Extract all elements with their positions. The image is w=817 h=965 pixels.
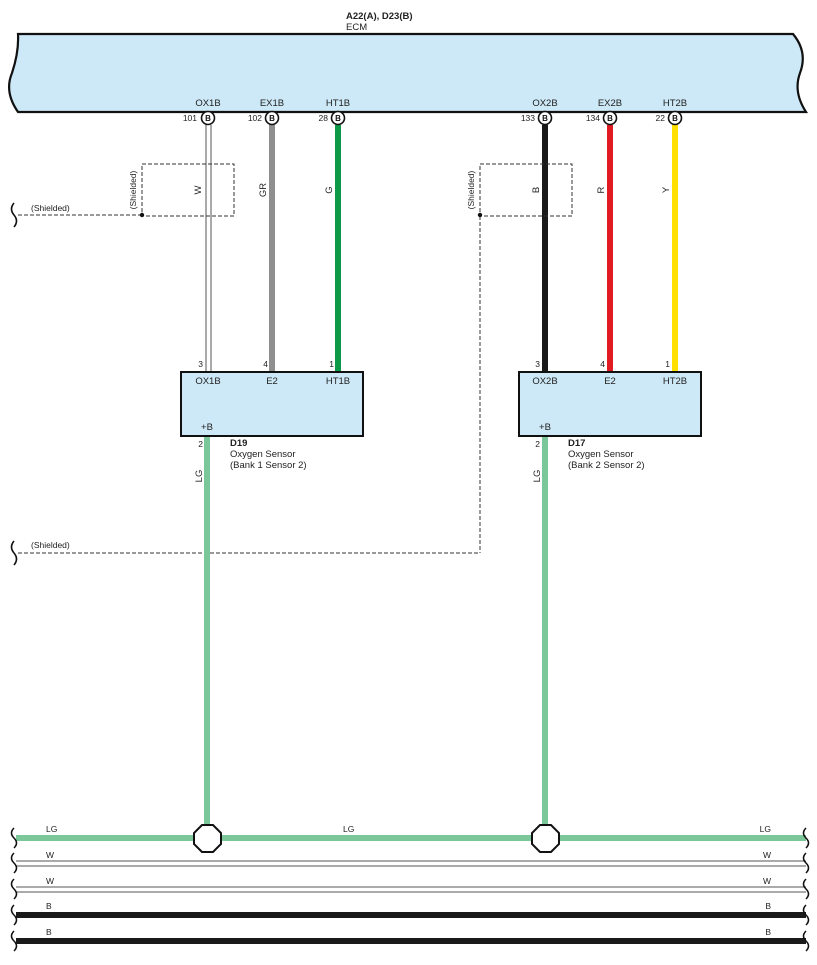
ecm-pin-number: 22 [656, 113, 666, 123]
ecm-name: ECM [346, 22, 367, 33]
sensor-box-d19 [180, 371, 364, 437]
wire-color-label: Y [661, 186, 672, 193]
sensor-terminal-name: HT2B [663, 376, 687, 387]
splice-point [531, 824, 560, 853]
wire-color-label: B [531, 187, 542, 193]
svg-text:B: B [269, 114, 275, 123]
shield-label: (Shielded) [31, 203, 70, 213]
shield-1 [10, 163, 235, 228]
sensor-pin-number: 3 [535, 359, 540, 369]
wire-color-label: G [324, 186, 335, 193]
sensor-pin-number: 2 [535, 439, 540, 449]
ecm-terminal-name: HT1B [326, 98, 350, 109]
sensor-pin-number: 4 [600, 359, 605, 369]
shield-2 [10, 163, 573, 566]
ecm-terminal-name: OX2B [532, 98, 557, 109]
bus-label: W [763, 876, 771, 886]
sensor-terminal-name: E2 [604, 376, 616, 387]
ecm-pin-number: 134 [586, 113, 600, 123]
sensor-terminal-name: HT1B [326, 376, 350, 387]
bus-label: LG [343, 824, 354, 834]
wire-color-label: LG [532, 470, 543, 483]
ecm-pin: B 101 [183, 110, 216, 126]
ecm-box [7, 32, 809, 114]
ecm-terminal-name: EX1B [260, 98, 284, 109]
wire-color-label: R [596, 186, 607, 193]
ecm-pin: B 133 [521, 110, 553, 126]
ecm-pin-number: 102 [248, 113, 262, 123]
sensor-pin-number: 3 [198, 359, 203, 369]
svg-text:B: B [205, 114, 211, 123]
ecm-terminal-name: OX1B [195, 98, 220, 109]
sensor-desc: (Bank 1 Sensor 2) [230, 460, 307, 471]
ecm-pin: B 102 [248, 110, 280, 126]
bus-label: B [765, 927, 771, 937]
sensor-terminal-name: E2 [266, 376, 278, 387]
svg-text:B: B [335, 114, 341, 123]
sensor-name: Oxygen Sensor [568, 449, 633, 460]
bus-label: W [46, 850, 54, 860]
bus-label: LG [760, 824, 771, 834]
shield-label: (Shielded) [128, 170, 138, 209]
ecm-terminal-name: HT2B [663, 98, 687, 109]
sensor-desc: (Bank 2 Sensor 2) [568, 460, 645, 471]
ecm-pin-number: 28 [319, 113, 329, 123]
svg-text:B: B [542, 114, 548, 123]
sensor-terminal-name: OX1B [195, 376, 220, 387]
bus-label: W [46, 876, 54, 886]
ecm-pin-number: 133 [521, 113, 535, 123]
svg-text:B: B [607, 114, 613, 123]
bus-label: W [763, 850, 771, 860]
sensor-id: D17 [568, 438, 585, 449]
bus-label: B [46, 927, 52, 937]
wire-color-label: GR [258, 183, 269, 197]
ecm-pin: B 134 [586, 110, 618, 126]
sensor-name: Oxygen Sensor [230, 449, 295, 460]
sensor-id: D19 [230, 438, 247, 449]
ecm-pin: B 28 [319, 110, 346, 126]
sensor-terminal-name: +B [539, 422, 551, 433]
shield-label: (Shielded) [31, 540, 70, 550]
ecm-terminal-name: EX2B [598, 98, 622, 109]
svg-text:B: B [672, 114, 678, 123]
sensor-pin-number: 1 [665, 359, 670, 369]
bus-label: B [765, 901, 771, 911]
ecm-connector-ids: A22(A), D23(B) [346, 11, 413, 22]
shield-label: (Shielded) [466, 170, 476, 209]
bus-label: B [46, 901, 52, 911]
sensor-terminal-name: OX2B [532, 376, 557, 387]
wire-color-label: W [193, 185, 204, 194]
sensor-pin-number: 4 [263, 359, 268, 369]
ecm-pin-number: 101 [183, 113, 197, 123]
ecm-pin: B 22 [656, 110, 683, 126]
wire-color-label: LG [194, 470, 205, 483]
sensor-pin-number: 1 [329, 359, 334, 369]
sensor-terminal-name: +B [201, 422, 213, 433]
sensor-pin-number: 2 [198, 439, 203, 449]
splice-point [193, 824, 222, 853]
bus-break-right [802, 827, 810, 952]
bus-break-left [10, 827, 18, 952]
bus-label: LG [46, 824, 57, 834]
sensor-box-d17 [518, 371, 702, 437]
